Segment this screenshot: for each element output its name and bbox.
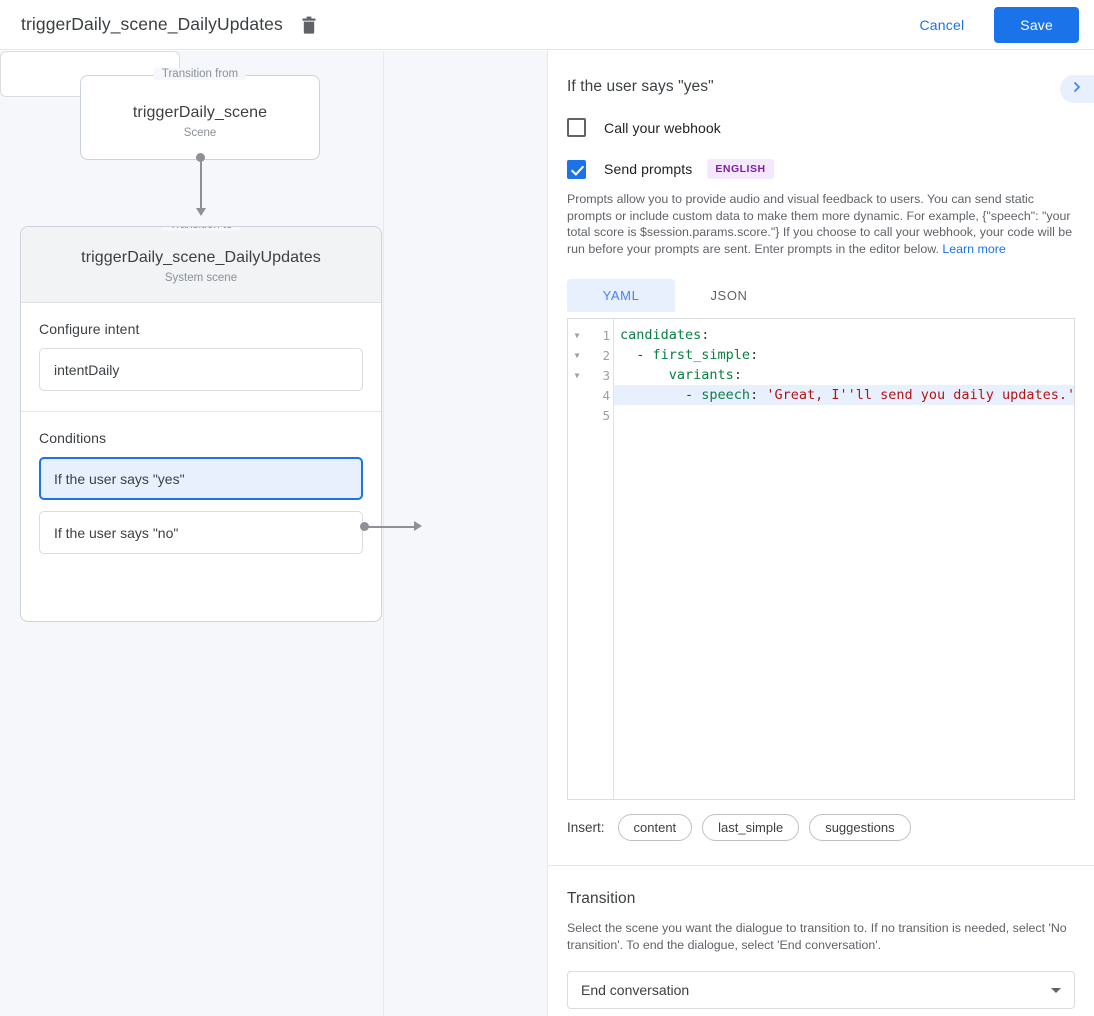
- editor-gutter: ▼1▼2▼3▼4▼5: [568, 319, 614, 799]
- delete-button[interactable]: [296, 12, 322, 38]
- language-badge: ENGLISH: [707, 159, 774, 179]
- configure-intent-section: Configure intent intentDaily: [21, 303, 381, 411]
- tab-yaml[interactable]: YAML: [567, 279, 675, 312]
- webhook-checkbox[interactable]: [567, 118, 586, 137]
- transition-to-title: triggerDaily_scene_DailyUpdates: [81, 249, 321, 266]
- send-prompts-checkbox-row[interactable]: Send prompts ENGLISH: [567, 159, 1075, 179]
- transition-select-value: End conversation: [581, 982, 690, 998]
- code-editor[interactable]: ▼1▼2▼3▼4▼5 candidates: - first_simple: v…: [567, 318, 1075, 800]
- editor-line-number: ▼3: [568, 365, 613, 385]
- insert-chip-content[interactable]: content: [617, 814, 693, 841]
- code-token: -: [620, 387, 702, 403]
- code-token: :: [733, 367, 742, 383]
- intent-field[interactable]: intentDaily: [39, 348, 363, 391]
- fold-triangle-icon[interactable]: ▼: [574, 330, 580, 340]
- trash-icon: [301, 16, 317, 34]
- insert-label: Insert:: [567, 820, 605, 835]
- panel-title: If the user says "yes": [567, 78, 714, 95]
- condition-item-no[interactable]: If the user says "no": [39, 511, 363, 554]
- tab-json[interactable]: JSON: [710, 288, 748, 303]
- code-token: candidates: [620, 327, 702, 343]
- code-token: :: [750, 387, 767, 403]
- transition-from-title: triggerDaily_scene: [132, 104, 268, 121]
- prompts-section: If the user says "yes" Call your webhook…: [548, 51, 1094, 841]
- line-number: 2: [602, 347, 610, 363]
- editor-line[interactable]: [614, 405, 1074, 425]
- chevron-right-icon: [1071, 80, 1083, 98]
- code-token: 'Great, I''ll send you daily updates.': [766, 387, 1074, 403]
- line-number: 1: [602, 327, 610, 343]
- panel-divider: [548, 865, 1094, 866]
- send-prompts-checkbox[interactable]: [567, 159, 586, 179]
- editor-line[interactable]: candidates:: [614, 325, 1074, 345]
- chevron-down-icon: [1051, 987, 1061, 993]
- code-token: variants: [668, 367, 734, 383]
- editor-format-tabs: YAML JSON: [567, 279, 1075, 312]
- conditions-label: Conditions: [39, 430, 107, 446]
- insert-chip-suggestions[interactable]: suggestions: [809, 814, 911, 841]
- condition-item-yes[interactable]: If the user says "yes": [39, 457, 363, 500]
- editor-line[interactable]: - speech: 'Great, I''ll send you daily u…: [614, 385, 1074, 405]
- insert-chip-last-simple[interactable]: last_simple: [702, 814, 800, 841]
- line-number: 4: [602, 387, 610, 403]
- code-token: speech: [701, 387, 751, 403]
- transition-to-legend: Transition to: [161, 227, 241, 231]
- transition-section: Transition Select the scene you want the…: [548, 866, 1094, 1009]
- transition-title: Transition: [567, 890, 636, 907]
- top-bar: triggerDaily_scene_DailyUpdates Cancel S…: [0, 0, 1094, 50]
- connector-arrow-right: [414, 521, 422, 531]
- line-number: 3: [602, 367, 610, 383]
- page-title: triggerDaily_scene_DailyUpdates: [21, 14, 283, 34]
- transition-to-node[interactable]: Transition to triggerDaily_scene_DailyUp…: [20, 226, 382, 622]
- code-token: -: [620, 347, 653, 363]
- learn-more-link[interactable]: Learn more: [942, 241, 1006, 256]
- webhook-label: Call your webhook: [604, 119, 721, 136]
- transition-from-subtitle: Scene: [183, 127, 217, 139]
- canvas-guide-line: [383, 51, 384, 1016]
- fold-triangle-icon[interactable]: ▼: [574, 370, 580, 380]
- code-token: first_simple: [652, 347, 751, 363]
- detail-panel: If the user says "yes" Call your webhook…: [547, 51, 1094, 1016]
- transition-to-header: triggerDaily_scene_DailyUpdates System s…: [21, 227, 381, 303]
- connector-line-vertical: [200, 157, 202, 209]
- insert-row: Insert: content last_simple suggestions: [567, 814, 1075, 841]
- transition-to-subtitle: System scene: [164, 272, 238, 284]
- webhook-checkbox-row[interactable]: Call your webhook: [567, 118, 1075, 137]
- top-bar-actions: Cancel Save: [906, 6, 1094, 43]
- editor-line[interactable]: variants:: [614, 365, 1074, 385]
- editor-line-number: ▼1: [568, 325, 613, 345]
- transition-select[interactable]: End conversation: [567, 971, 1075, 1009]
- connector-dot-condition: [360, 522, 369, 531]
- editor-line-number: ▼2: [568, 345, 613, 365]
- cancel-button[interactable]: Cancel: [906, 9, 979, 41]
- flow-canvas[interactable]: Transition from triggerDaily_scene Scene…: [0, 51, 547, 1016]
- send-prompts-label: Send prompts: [604, 161, 693, 177]
- code-token: :: [701, 327, 710, 343]
- transition-help-text: Select the scene you want the dialogue t…: [567, 921, 1067, 952]
- transition-from-node[interactable]: Transition from triggerDaily_scene Scene: [80, 68, 320, 160]
- code-token: :: [750, 347, 759, 363]
- prompts-help-text: Prompts allow you to provide audio and v…: [567, 191, 1075, 257]
- configure-intent-label: Configure intent: [39, 321, 140, 337]
- transition-from-legend: Transition from: [153, 68, 247, 80]
- connector-arrow-down: [196, 208, 206, 216]
- editor-line-number: ▼4: [568, 385, 613, 405]
- connector-line-horizontal: [366, 526, 416, 528]
- line-number: 5: [602, 407, 610, 423]
- code-token: [620, 367, 669, 383]
- save-button[interactable]: Save: [994, 6, 1079, 43]
- conditions-section: Conditions If the user says "yes" If the…: [21, 411, 381, 574]
- fold-triangle-icon[interactable]: ▼: [574, 350, 580, 360]
- editor-code-area[interactable]: candidates: - first_simple: variants: - …: [614, 319, 1074, 799]
- editor-line[interactable]: - first_simple:: [614, 345, 1074, 365]
- prompts-help-body: Prompts allow you to provide audio and v…: [567, 192, 1073, 256]
- expand-panel-button[interactable]: [1060, 75, 1094, 103]
- editor-line-number: ▼5: [568, 405, 613, 425]
